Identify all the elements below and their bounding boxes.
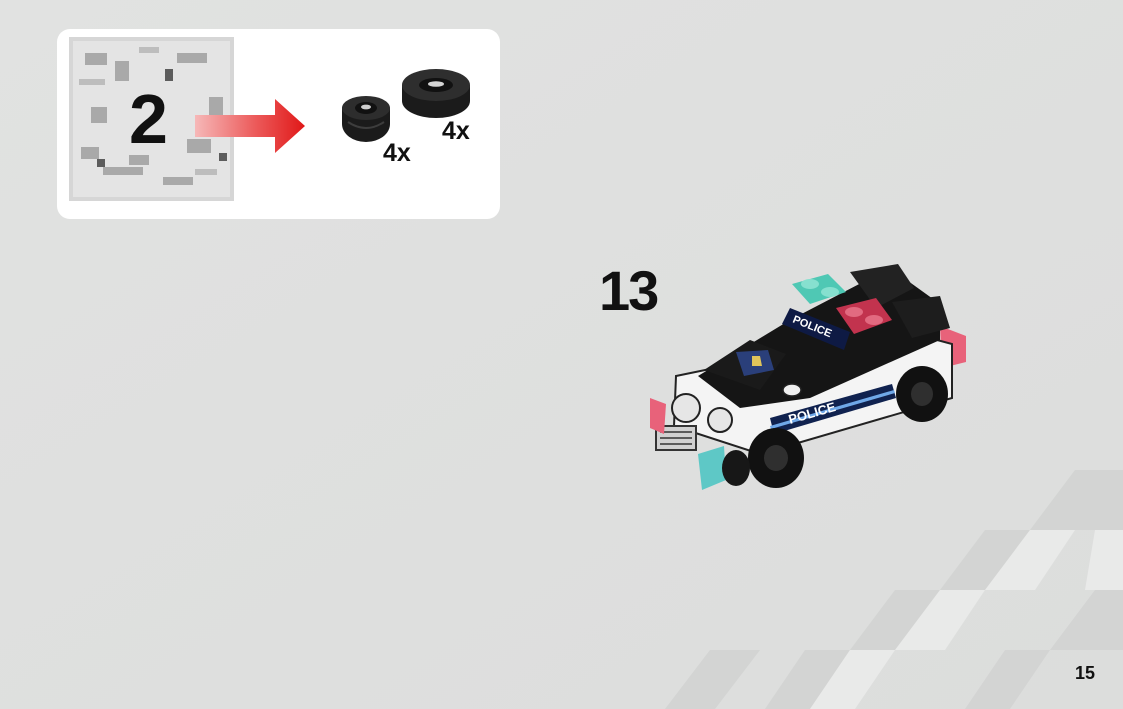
large-tire-icon <box>402 69 470 118</box>
arrow-right-icon <box>195 99 305 153</box>
large-tire-quantity: 4x <box>442 117 470 145</box>
police-car-model-image: POLICE POLICE <box>650 264 966 490</box>
small-tire-quantity: 4x <box>383 139 411 167</box>
step-number: 13 <box>599 259 659 322</box>
page-number: 15 <box>1074 663 1095 683</box>
parts-bag-image <box>69 37 234 201</box>
parts-bag-callout: 2 4x 4x <box>57 29 500 219</box>
bag-number: 2 <box>129 80 168 158</box>
small-tire-icon <box>342 96 390 142</box>
